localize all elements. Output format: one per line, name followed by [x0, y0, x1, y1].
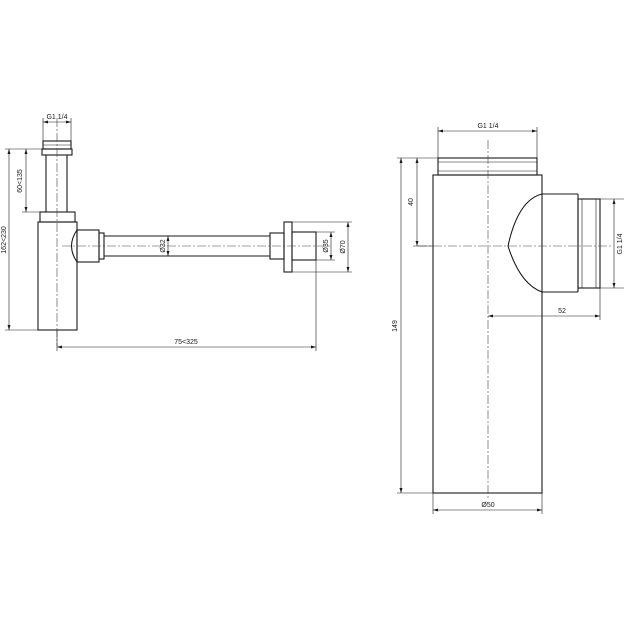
dim-left-height-inlet: 60<135	[17, 149, 40, 213]
right-view-section: G1 1/4 40 149 G1 1/4	[392, 123, 624, 514]
label-right-40: 40	[408, 198, 415, 206]
label-left-height-inlet: 60<135	[17, 169, 24, 193]
main-body	[432, 174, 543, 494]
side-thread	[577, 198, 601, 289]
elbow	[70, 229, 78, 263]
label-left-dia-outlet: Ø35	[323, 239, 330, 252]
dim-left-height-total: 162<230	[1, 148, 42, 331]
inlet-tube	[45, 155, 68, 212]
bottle-body	[37, 221, 78, 331]
label-left-dia-flange: Ø70	[340, 240, 347, 253]
dim-left-length: 75<325	[56, 260, 317, 351]
side-branch	[507, 193, 543, 293]
dim-left-dia-pipe: Ø32	[160, 236, 170, 256]
dim-right-40: 40	[397, 157, 438, 247]
dim-left-dia-outlet: Ø35	[316, 231, 335, 261]
label-right-dia50: Ø50	[481, 502, 494, 509]
top-thread-cap	[437, 157, 538, 176]
side-branch-walls	[542, 193, 579, 293]
horizontal-pipe	[104, 235, 270, 257]
dim-right-thread-side: G1 1/4	[600, 198, 624, 289]
dim-right-dia50: Ø50	[432, 493, 543, 514]
wall-flange	[283, 221, 293, 273]
label-right-thread-top: G1 1/4	[477, 123, 498, 130]
left-view-siphon: G1 1/4 162<230 60<135 75<325	[1, 114, 352, 351]
label-right-149: 149	[392, 320, 399, 332]
label-right-thread-side: G1 1/4	[617, 233, 624, 254]
label-left-dia-pipe: Ø32	[160, 239, 167, 252]
inlet-collar	[39, 211, 76, 223]
label-left-length: 75<325	[174, 339, 198, 346]
dim-right-52: 52	[488, 288, 601, 320]
dim-left-dia-flange: Ø70	[292, 221, 352, 273]
dim-right-thread-top: G1 1/4	[437, 123, 538, 158]
dim-left-thread-top: G1 1/4	[42, 114, 72, 141]
label-right-52: 52	[558, 308, 566, 315]
dim-right-149: 149	[392, 158, 433, 494]
label-left-height-total: 162<230	[1, 226, 8, 254]
label-left-thread-top: G1 1/4	[46, 114, 67, 121]
